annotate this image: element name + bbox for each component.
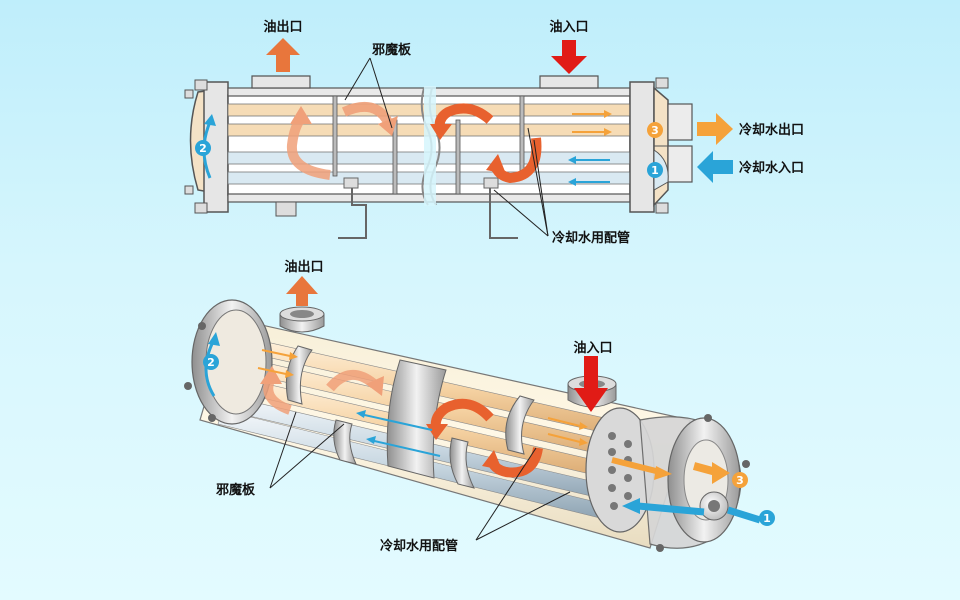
bottom-coolant-in-arrow-icon	[622, 498, 640, 514]
bottom-oil-flow-2	[326, 370, 378, 392]
bottom-oil-inlet-arrow-icon	[574, 356, 608, 412]
bottom-3d-cutaway: 2 3 1 油出口 油入口 邪魔板 冷却水用配管	[184, 259, 775, 554]
bottom-marker-3-label: 3	[736, 474, 744, 487]
top-oil-inlet-label: 油入口	[549, 19, 588, 35]
bottom-marker-1	[759, 510, 775, 526]
top-baffle-1	[332, 95, 338, 177]
top-marker-3	[647, 122, 663, 138]
top-marker-2	[195, 140, 211, 156]
top-oil-outlet-nozzle	[251, 75, 311, 89]
top-marker-2-label: 2	[199, 142, 207, 155]
bottom-oil-outlet-label: 油出口	[284, 259, 323, 275]
top-coolant-inlet-label: 冷却水入口	[739, 160, 804, 176]
bottom-marker-2-label: 2	[207, 356, 215, 369]
bottom-marker-1-label: 1	[763, 512, 771, 525]
top-oil-inlet-nozzle	[539, 75, 599, 89]
bottom-coolant-out-arrow-icon	[712, 462, 730, 484]
top-baffle-3	[455, 119, 461, 195]
bottom-marker-3	[732, 472, 748, 488]
top-baffle-label: 邪魔板	[371, 42, 412, 58]
top-coolant-outlet-label: 冷却水出口	[739, 122, 804, 138]
top-right-flange	[629, 81, 655, 213]
top-cross-section: 2 3 1 油出口 油入口 邪魔板 冷却水出口 冷却水入口 冷却水用配管	[184, 19, 804, 246]
top-oil-flow-1	[286, 117, 331, 180]
top-oil-flow-2	[341, 101, 393, 125]
top-marker-1	[647, 162, 663, 178]
bottom-baffles	[285, 345, 535, 489]
oil-inlet-arrow-icon	[551, 40, 587, 74]
oil-outlet-arrow-icon	[266, 38, 300, 72]
top-cooling-pipes-label: 冷却水用配管	[552, 230, 630, 246]
coolant-outlet-arrow-icon	[697, 113, 733, 145]
bottom-oil-flow-3	[430, 398, 494, 429]
top-marker-3-label: 3	[651, 124, 659, 137]
bottom-marker-2	[203, 354, 219, 370]
top-baffle-2	[392, 119, 398, 195]
top-marker-1-label: 1	[651, 164, 659, 177]
bottom-oil-inlet-label: 油入口	[573, 340, 612, 356]
top-oil-outlet-label: 油出口	[263, 19, 302, 35]
bottom-cooling-pipes-label: 冷却水用配管	[380, 538, 458, 554]
top-baffle-4	[519, 95, 525, 177]
top-oil-flow-3	[434, 103, 494, 129]
coolant-inlet-arrow-icon	[697, 151, 733, 183]
bottom-baffle-label: 邪魔板	[215, 482, 256, 498]
bottom-centre-band	[386, 359, 447, 479]
bottom-return-flow	[204, 339, 216, 397]
bottom-oil-outlet-arrow-icon	[286, 276, 318, 306]
